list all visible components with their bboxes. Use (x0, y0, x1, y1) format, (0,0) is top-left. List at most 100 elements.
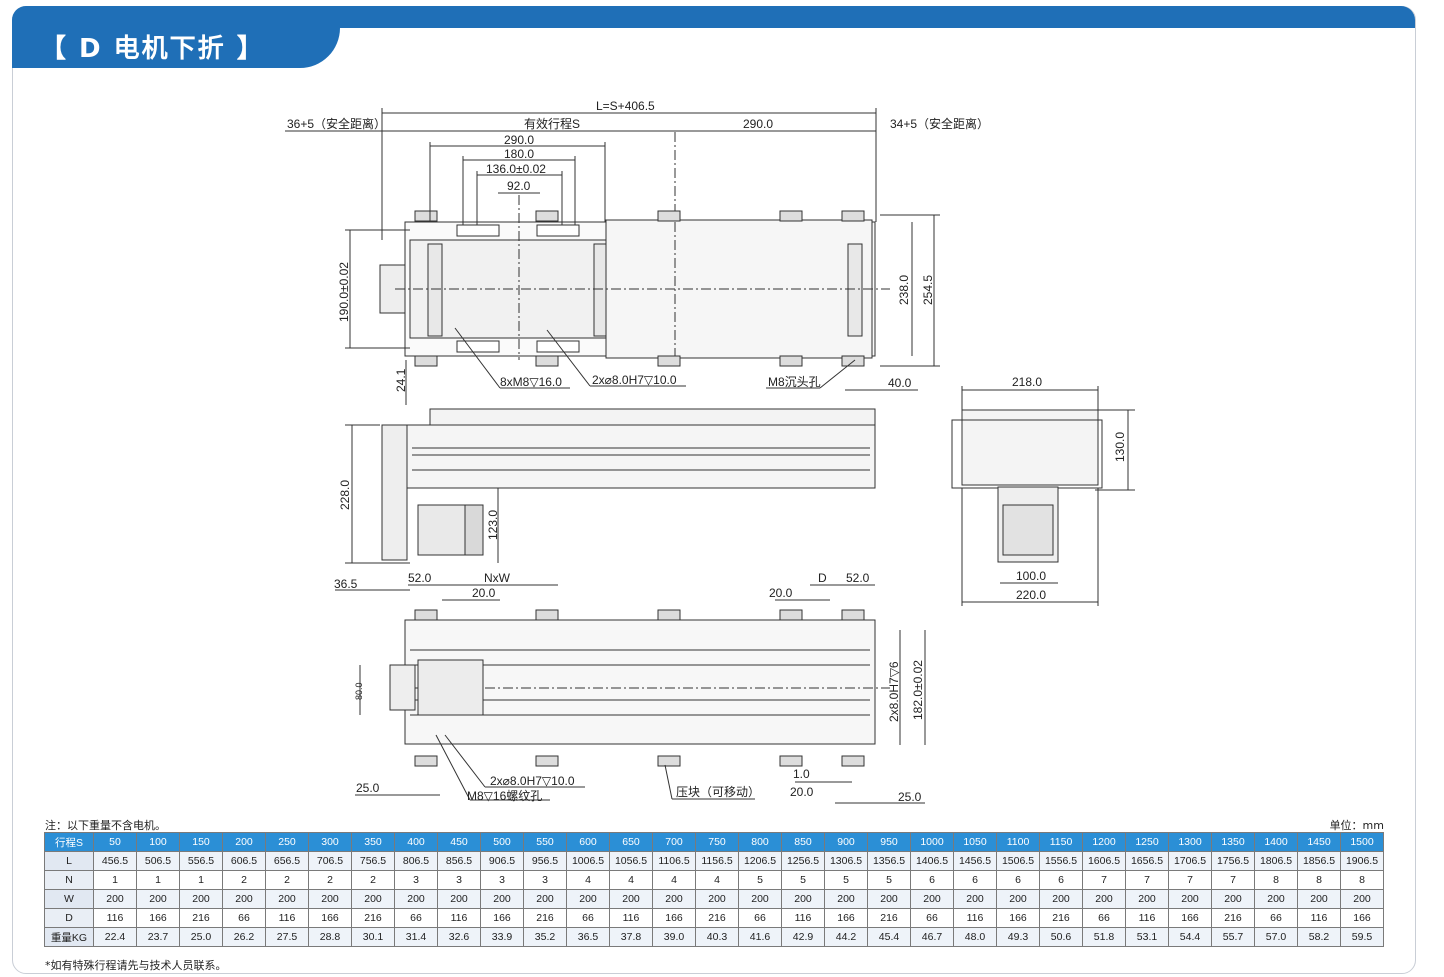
table-header-cell: 1200 (1082, 832, 1126, 852)
dim-safety-right: 34+5（安全距离） (890, 116, 989, 131)
table-row-label: 重量KG (44, 927, 94, 947)
table-cell: 116 (437, 908, 481, 928)
table-cell: 1156.5 (695, 851, 739, 871)
dim-20-c: 20.0 (790, 785, 814, 799)
dim-190: 190.0±0.02 (337, 262, 351, 322)
table-cell: 200 (867, 889, 911, 909)
table-cell: 32.6 (437, 927, 481, 947)
table-cell: 200 (93, 889, 137, 909)
table-cell: 7 (1125, 870, 1169, 890)
table-cell: 1356.5 (867, 851, 911, 871)
table-row-label: N (44, 870, 94, 890)
table-cell: 200 (781, 889, 825, 909)
table-cell: 4 (609, 870, 653, 890)
table-cell: 31.4 (394, 927, 438, 947)
table-cell: 200 (1211, 889, 1255, 909)
table-header-cell: 1050 (953, 832, 997, 852)
dim-24: 24.1 (394, 368, 408, 392)
table-cell: 166 (996, 908, 1040, 928)
table-cell: 216 (351, 908, 395, 928)
table-cell: 556.5 (179, 851, 223, 871)
table-header-cell: 100 (136, 832, 180, 852)
table-cell: 200 (179, 889, 223, 909)
table-cell: 200 (394, 889, 438, 909)
table-cell: 6 (1039, 870, 1083, 890)
table-cell: 216 (867, 908, 911, 928)
header-bar (12, 6, 1415, 28)
table-cell: 1506.5 (996, 851, 1040, 871)
label-pin-height: 2x8.0H7▽6 (887, 661, 901, 722)
table-header-cell: 1350 (1211, 832, 1255, 852)
dim-123: 123.0 (486, 510, 500, 540)
table-cell: 1 (136, 870, 180, 890)
table-cell: 66 (738, 908, 782, 928)
table-cell: 1556.5 (1039, 851, 1083, 871)
table-cell: 1656.5 (1125, 851, 1169, 871)
table-cell: 756.5 (351, 851, 395, 871)
table-cell: 4 (695, 870, 739, 890)
table-header-cell: 200 (222, 832, 266, 852)
table-cell: 36.5 (566, 927, 610, 947)
table-cell: 59.5 (1340, 927, 1384, 947)
table-cell: 66 (394, 908, 438, 928)
table-cell: 66 (910, 908, 954, 928)
dim-136: 136.0±0.02 (486, 162, 546, 176)
table-cell: 1456.5 (953, 851, 997, 871)
dim-218: 218.0 (1012, 375, 1042, 389)
table-cell: 23.7 (136, 927, 180, 947)
table-cell: 200 (566, 889, 610, 909)
table-cell: 200 (222, 889, 266, 909)
table-cell: 7 (1168, 870, 1212, 890)
table-cell: 50.6 (1039, 927, 1083, 947)
table-cell: 1006.5 (566, 851, 610, 871)
table-cell: 200 (824, 889, 868, 909)
table-cell: 200 (1340, 889, 1384, 909)
dim-25-right: 25.0 (898, 790, 922, 804)
table-header-cell: 1250 (1125, 832, 1169, 852)
table-cell: 66 (566, 908, 610, 928)
table-cell: 2 (265, 870, 309, 890)
table-cell: 3 (523, 870, 567, 890)
table-cell: 956.5 (523, 851, 567, 871)
table-header-cell: 900 (824, 832, 868, 852)
table-cell: 40.3 (695, 927, 739, 947)
table-cell: 2 (308, 870, 352, 890)
table-cell: 216 (1039, 908, 1083, 928)
table-cell: 3 (394, 870, 438, 890)
table-cell: 8 (1340, 870, 1384, 890)
dim-100: 100.0 (1016, 569, 1046, 583)
table-cell: 200 (910, 889, 954, 909)
table-cell: 166 (824, 908, 868, 928)
dim-25-left: 25.0 (356, 781, 380, 795)
table-cell: 216 (1211, 908, 1255, 928)
table-cell: 1406.5 (910, 851, 954, 871)
table-header-cell: 650 (609, 832, 653, 852)
table-cell: 456.5 (93, 851, 137, 871)
label-counterbore: M8沉头孔 (768, 375, 821, 389)
footnote: *如有特殊行程请先与技术人员联系。 (45, 959, 227, 972)
table-cell: 27.5 (265, 927, 309, 947)
table-cell: 8 (1297, 870, 1341, 890)
table-cell: 116 (781, 908, 825, 928)
table-header-label: 行程S (44, 832, 94, 852)
table-cell: 200 (351, 889, 395, 909)
table-cell: 5 (781, 870, 825, 890)
top-view (285, 108, 940, 405)
table-header-cell: 1450 (1297, 832, 1341, 852)
table-header-cell: 150 (179, 832, 223, 852)
weight-note: 注：以下重量不含电机。 (45, 819, 166, 832)
table-cell: 116 (1297, 908, 1341, 928)
table-header-cell: 600 (566, 832, 610, 852)
label-pins-2: 2x⌀8.0H7▽10.0 (490, 774, 575, 788)
dim-20-b: 20.0 (769, 586, 793, 600)
table-cell: 166 (308, 908, 352, 928)
table-cell: 54.4 (1168, 927, 1212, 947)
table-row-label: W (44, 889, 94, 909)
table-cell: 6 (996, 870, 1040, 890)
table-cell: 66 (1254, 908, 1298, 928)
table-cell: 1906.5 (1340, 851, 1384, 871)
table-cell: 200 (1039, 889, 1083, 909)
table-cell: 606.5 (222, 851, 266, 871)
